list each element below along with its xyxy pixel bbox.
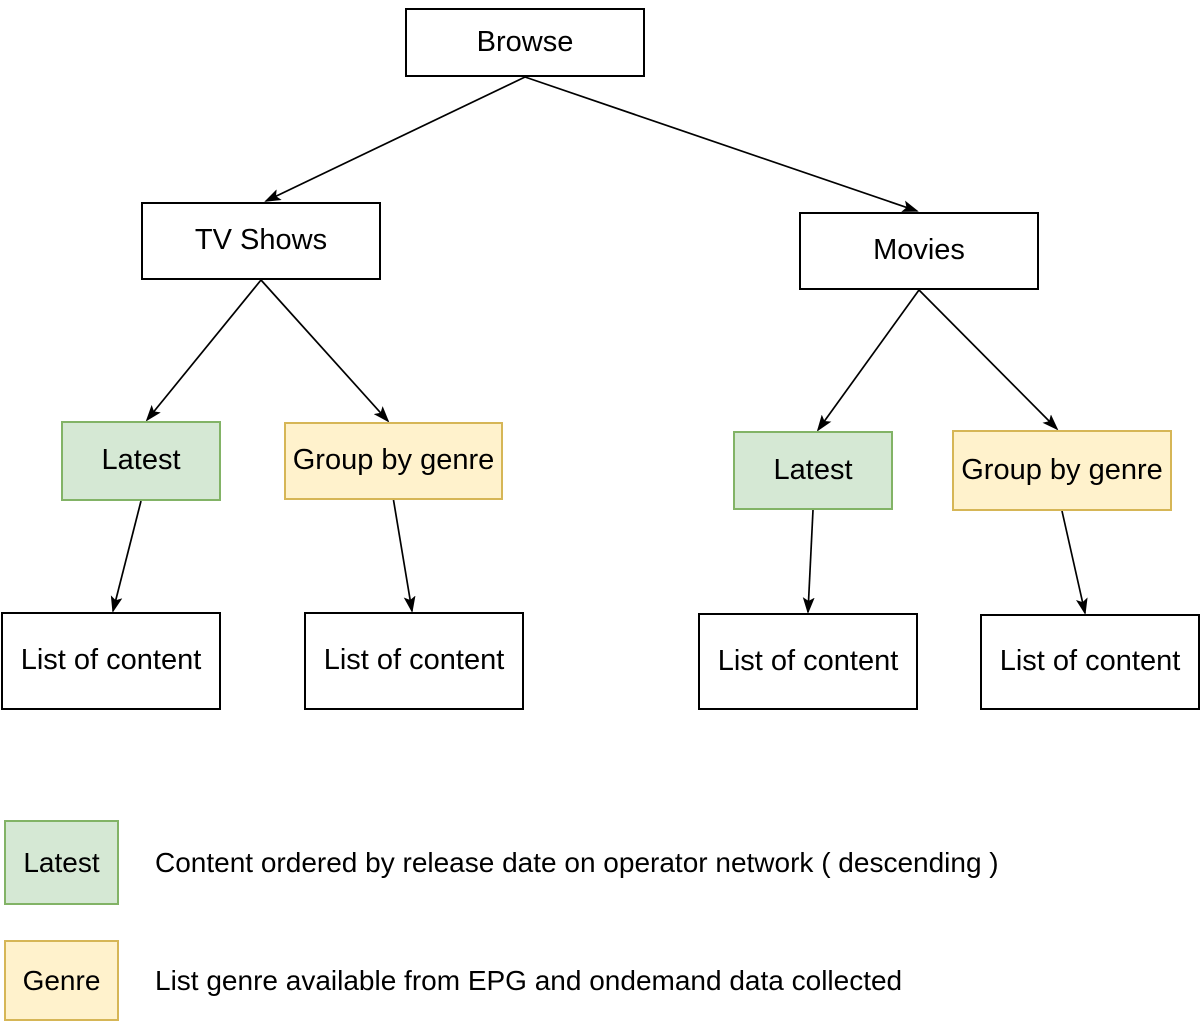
edge-browse-to-movies: [524, 76, 917, 211]
legend-description-genre: List genre available from EPG and ondema…: [155, 964, 903, 996]
node-movies: Movies: [799, 212, 1039, 290]
edge-movies-latest-to-movies-latest-list: [808, 509, 813, 612]
node-movies-latest-list: List of content: [698, 613, 918, 710]
edge-tv-genre-to-tv-genre-list: [392, 499, 413, 611]
legend-row-genre: Genre List genre available from EPG and …: [0, 940, 1202, 1021]
node-tv-latest-list: List of content: [1, 612, 221, 710]
edge-tv-shows-to-tv-genre: [260, 279, 388, 421]
legend-row-latest: Latest Content ordered by release date o…: [0, 820, 1202, 905]
node-tv-genre: Group by genre: [284, 422, 503, 500]
edge-movies-genre-to-movies-genre-list: [1061, 510, 1085, 613]
node-movies-genre-list: List of content: [980, 614, 1200, 710]
edge-tv-latest-to-tv-latest-list: [113, 500, 142, 611]
node-tv-genre-list: List of content: [304, 612, 524, 710]
node-tv-shows: TV Shows: [141, 202, 381, 280]
legend-swatch-latest: Latest: [4, 820, 119, 905]
edge-movies-to-movies-genre: [918, 289, 1057, 429]
edge-browse-to-tv-shows: [266, 76, 526, 201]
edge-movies-to-movies-latest: [818, 289, 920, 430]
legend-swatch-genre: Genre: [4, 940, 119, 1021]
edge-tv-shows-to-tv-latest: [147, 279, 262, 420]
node-movies-genre: Group by genre: [952, 430, 1172, 511]
node-browse: Browse: [405, 8, 645, 77]
node-movies-latest: Latest: [733, 431, 893, 510]
node-tv-latest: Latest: [61, 421, 221, 501]
legend-description-latest: Content ordered by release date on opera…: [155, 846, 999, 878]
